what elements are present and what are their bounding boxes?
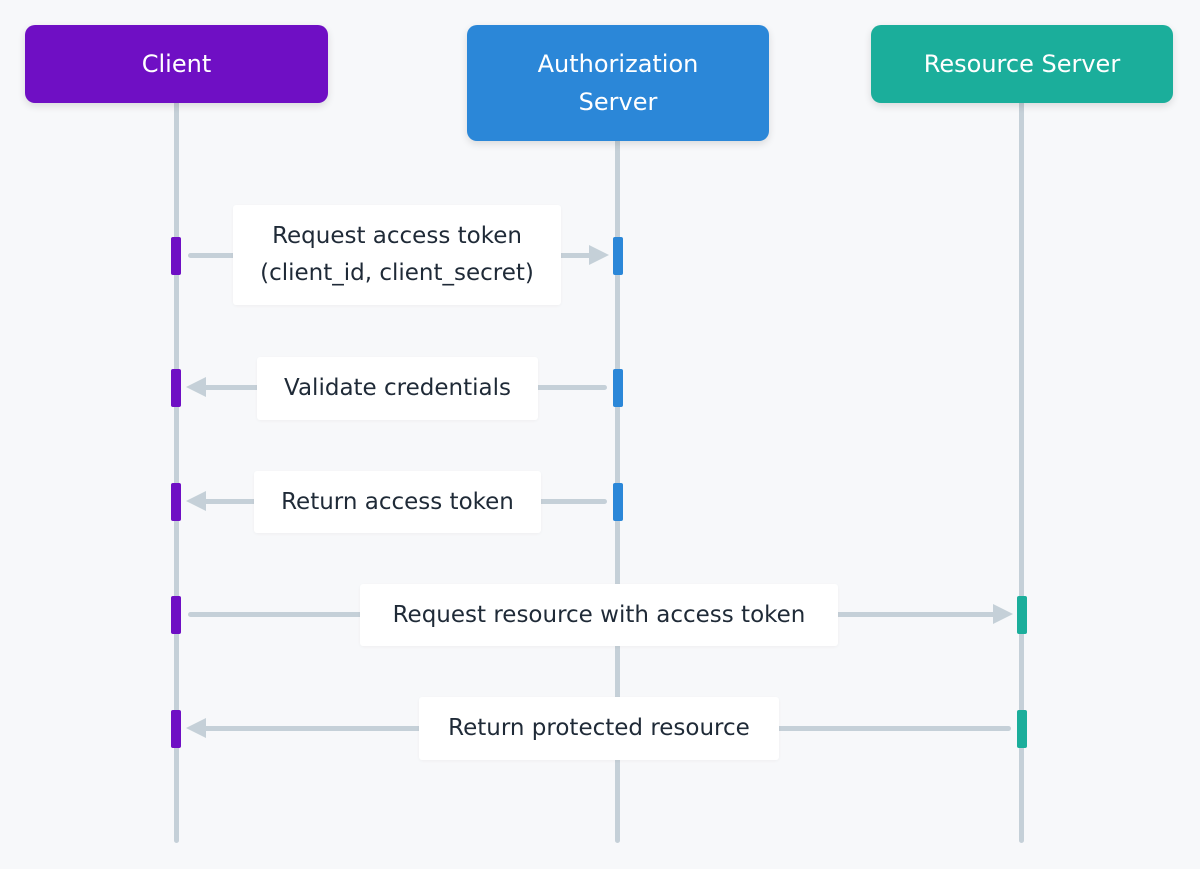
message-5-arrowhead bbox=[186, 718, 206, 738]
auth-server-lifeline bbox=[615, 100, 620, 843]
resource-server-lifeline bbox=[1019, 100, 1024, 843]
resource-server-participant: Resource Server bbox=[871, 25, 1173, 103]
auth-server-participant: Authorization Server bbox=[467, 25, 769, 141]
message-1-label: Request access token (client_id, client_… bbox=[233, 205, 561, 305]
message-4-label: Request resource with access token bbox=[360, 584, 838, 646]
client-activation-3 bbox=[171, 483, 181, 521]
message-5-label: Return protected resource bbox=[419, 697, 779, 760]
message-2-arrowhead bbox=[186, 377, 206, 397]
message-3-label-text: Return access token bbox=[281, 488, 514, 515]
client-participant-label: Client bbox=[141, 50, 212, 78]
client-activation-5 bbox=[171, 710, 181, 748]
client-lifeline bbox=[174, 100, 179, 843]
client-activation-1 bbox=[171, 237, 181, 275]
auth-activation-1 bbox=[613, 237, 623, 275]
auth-activation-2 bbox=[613, 369, 623, 407]
auth-activation-3 bbox=[613, 483, 623, 521]
message-1-label-line2: (client_id, client_secret) bbox=[260, 260, 534, 286]
message-5-label-text: Return protected resource bbox=[448, 715, 750, 741]
message-2-label: Validate credentials bbox=[257, 357, 538, 420]
message-1-label-line1: Request access token bbox=[272, 223, 522, 249]
resource-server-participant-label: Resource Server bbox=[923, 50, 1121, 78]
client-activation-4 bbox=[171, 596, 181, 634]
message-2-label-text: Validate credentials bbox=[284, 375, 511, 401]
client-activation-2 bbox=[171, 369, 181, 407]
client-participant: Client bbox=[25, 25, 328, 103]
message-4-arrowhead bbox=[993, 604, 1013, 624]
resource-activation-4 bbox=[1017, 596, 1027, 634]
message-4-label-text: Request resource with access token bbox=[392, 601, 806, 628]
message-3-label: Return access token bbox=[254, 471, 541, 533]
message-3-arrowhead bbox=[186, 491, 206, 511]
resource-activation-5 bbox=[1017, 710, 1027, 748]
message-1-arrowhead bbox=[589, 245, 609, 265]
auth-server-participant-label: Authorization Server bbox=[537, 50, 699, 116]
